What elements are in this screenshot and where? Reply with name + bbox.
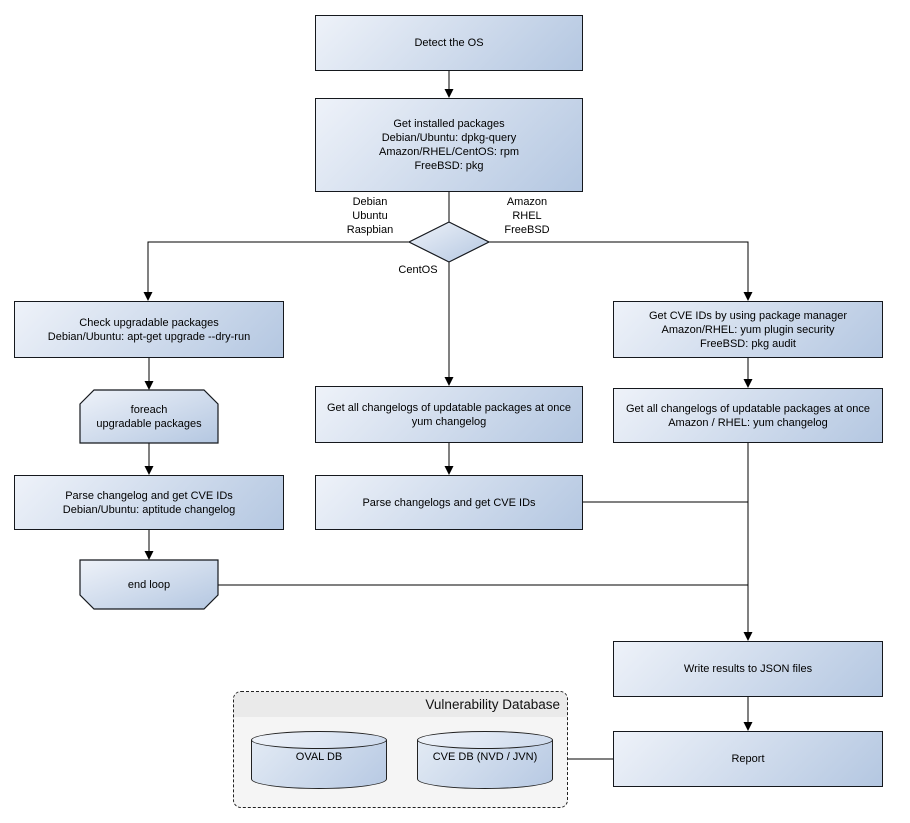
node-foreach-shape	[79, 389, 219, 444]
node-get-changelogs-amazon-rhel: Get all changelogs of updatable packages…	[613, 388, 883, 443]
node-report: Report	[613, 731, 883, 787]
branch-label-amazon: Amazon RHEL FreeBSD	[504, 196, 550, 236]
node-get-cve-ids-package-manager: Get CVE IDs by using package manager Ama…	[613, 301, 883, 358]
node-check-upgradable-packages: Check upgradable packages Debian/Ubuntu:…	[14, 301, 284, 358]
node-write-results-json: Write results to JSON files	[613, 641, 883, 697]
branch-label-centos: CentOS	[398, 264, 438, 276]
cylinder-top-ellipse	[417, 731, 553, 749]
database-cylinder-cve: CVE DB (NVD / JVN)	[417, 731, 553, 789]
node-get-changelogs-centos: Get all changelogs of updatable packages…	[315, 386, 583, 443]
node-end-loop: end loop	[127, 578, 171, 591]
node-get-installed-packages: Get installed packages Debian/Ubuntu: dp…	[315, 98, 583, 192]
node-parse-changelogs-centos: Parse changelogs and get CVE IDs	[315, 475, 583, 530]
cylinder-top-ellipse	[251, 731, 387, 749]
node-detect-os: Detect the OS	[315, 15, 583, 71]
cve-db-label: CVE DB (NVD / JVN)	[432, 751, 538, 763]
node-foreach-upgradable-packages: foreach upgradable packages	[96, 403, 202, 430]
vulnerability-database-title: Vulnerability Database	[234, 692, 567, 717]
branch-label-debian: Debian Ubuntu Raspbian	[346, 196, 394, 236]
node-end-loop-shape	[79, 559, 219, 610]
node-parse-changelog-debian: Parse changelog and get CVE IDs Debian/U…	[14, 475, 284, 530]
os-decision-diamond	[407, 221, 491, 263]
oval-db-label: OVAL DB	[295, 751, 343, 763]
database-cylinder-oval: OVAL DB	[251, 731, 387, 789]
